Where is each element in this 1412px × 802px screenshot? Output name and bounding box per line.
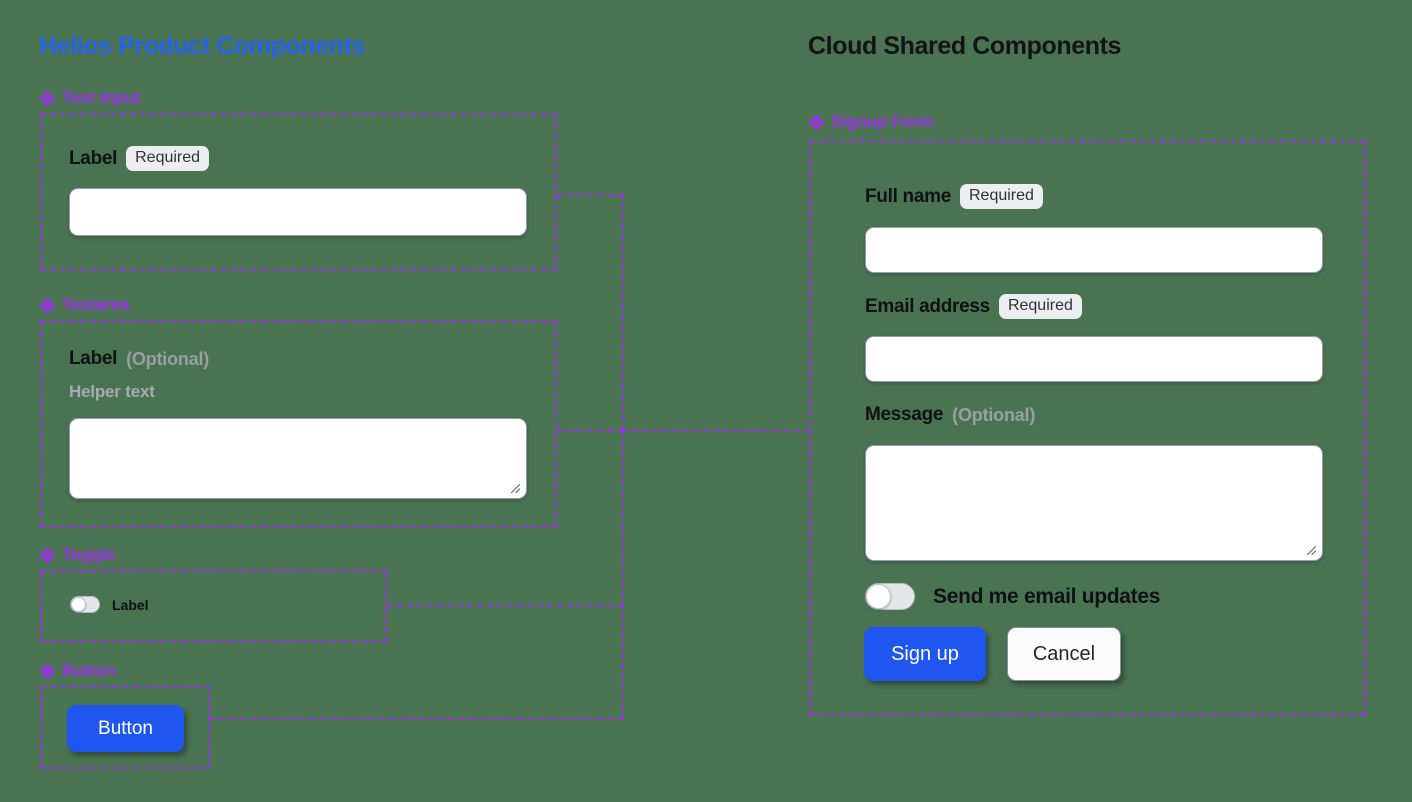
sign-up-button[interactable]: Sign up: [864, 627, 986, 681]
message-label-row: Message (Optional): [865, 404, 1035, 426]
panel-toggle: Label: [40, 570, 387, 642]
section-label-text: Signup Form: [831, 112, 934, 131]
diamond-cluster-icon: [809, 114, 824, 130]
demo-button[interactable]: Button: [67, 705, 184, 752]
message-textarea-wrapper: [865, 445, 1323, 561]
text-input-label-row: Label Required: [69, 146, 210, 172]
connector-text-input-h1: [557, 194, 623, 196]
section-label-toggle: Toggle: [40, 545, 115, 565]
diamond-cluster-icon: [40, 90, 55, 106]
cancel-button[interactable]: Cancel: [1007, 627, 1121, 681]
email-label: Email address: [865, 295, 990, 317]
section-label-signup-form: Signup Form: [809, 112, 934, 132]
textarea-helper-text: Helper text: [69, 382, 155, 401]
section-label-text: Text Input: [62, 88, 140, 107]
section-label-text: Toggle: [62, 545, 116, 564]
section-label-text: Textarea: [62, 295, 130, 314]
email-updates-toggle[interactable]: [865, 583, 915, 610]
toggle-row: Label: [70, 596, 149, 613]
diamond-cluster-icon: [40, 663, 55, 679]
email-updates-row: Send me email updates: [865, 583, 1160, 610]
message-textarea[interactable]: [865, 445, 1323, 561]
full-name-input[interactable]: [865, 227, 1323, 273]
connector-textarea-h1: [557, 430, 623, 432]
text-input-label: Label: [69, 147, 118, 169]
textarea-label: Label: [69, 348, 118, 369]
email-updates-label: Send me email updates: [933, 584, 1161, 608]
full-name-label-row: Full name Required: [865, 184, 1043, 210]
panel-textarea: Label (Optional) Helper text: [40, 320, 557, 528]
full-name-required-badge: Required: [959, 184, 1043, 210]
message-label: Message: [865, 404, 944, 425]
page-title-helios: Helios Product Components: [39, 32, 366, 60]
diamond-cluster-icon: [40, 297, 55, 313]
section-label-textarea: Textarea: [40, 295, 129, 315]
textarea-field[interactable]: [69, 418, 527, 499]
text-input-field[interactable]: [69, 188, 527, 236]
connector-toggle-h1: [387, 605, 623, 607]
panel-button: Button: [40, 686, 210, 769]
message-optional-tag: (Optional): [952, 404, 1036, 425]
panel-signup-form: Full name Required Email address Require…: [809, 140, 1366, 716]
text-input-required-badge: Required: [126, 146, 210, 172]
toggle-knob: [71, 597, 86, 612]
section-label-button: Button: [40, 661, 116, 681]
toggle-label: Label: [112, 596, 149, 613]
email-label-row: Email address Required: [865, 294, 1082, 320]
textarea-optional-tag: (Optional): [126, 348, 210, 369]
connector-trunk-upper: [622, 194, 624, 430]
email-required-badge: Required: [998, 294, 1082, 320]
email-input[interactable]: [865, 336, 1323, 382]
connector-spine-to-signup: [622, 430, 810, 432]
textarea-wrapper: [69, 418, 527, 499]
textarea-label-row: Label (Optional): [69, 348, 209, 370]
toggle-switch[interactable]: [70, 596, 100, 613]
full-name-label: Full name: [865, 185, 951, 207]
section-label-text: Button: [62, 661, 116, 680]
diamond-cluster-icon: [40, 547, 55, 563]
connector-button-h1: [210, 718, 623, 720]
page-title-cloud: Cloud Shared Components: [808, 32, 1122, 60]
section-label-text-input: Text Input: [40, 88, 140, 108]
panel-text-input: Label Required: [40, 113, 557, 271]
email-updates-toggle-knob: [866, 584, 891, 609]
connector-trunk-lower: [622, 430, 624, 719]
